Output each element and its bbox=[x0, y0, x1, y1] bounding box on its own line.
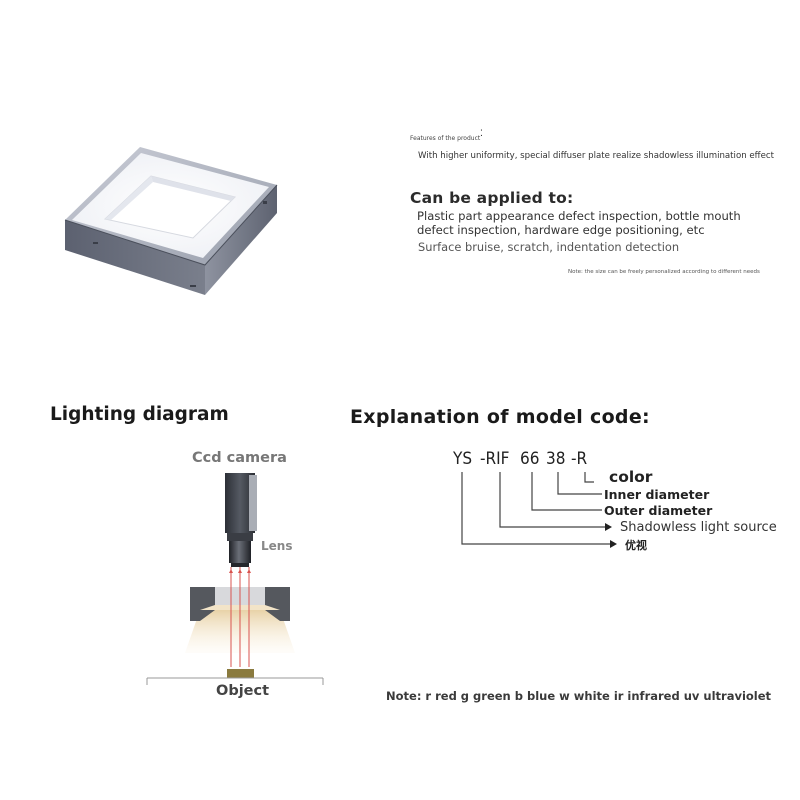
ccd-camera-label: Ccd camera bbox=[192, 450, 287, 466]
lens-icon bbox=[227, 533, 253, 541]
features-title: Features of the product bbox=[410, 135, 481, 142]
code-part-inner: 38 bbox=[546, 449, 566, 469]
explanation-outer-diameter: Outer diameter bbox=[604, 503, 713, 518]
code-part-outer: 66 bbox=[520, 449, 540, 469]
object-icon bbox=[227, 669, 254, 678]
model-code-heading: Explanation of model code: bbox=[350, 406, 650, 428]
size-note: Note: the size can be freely personalize… bbox=[568, 269, 760, 275]
object-label: Object bbox=[216, 683, 270, 699]
explanation-brand: 优视 bbox=[625, 539, 647, 552]
lens-label: Lens bbox=[261, 539, 293, 553]
applications-line-2: defect inspection, hardware edge positio… bbox=[417, 223, 705, 237]
applications-line-3: Surface bruise, scratch, indentation det… bbox=[418, 240, 680, 254]
color-code-note: Note: r red g green b blue w white ir in… bbox=[386, 689, 772, 703]
explanation-inner-diameter: Inner diameter bbox=[604, 487, 710, 502]
lighting-diagram-heading: Lighting diagram bbox=[50, 404, 229, 425]
explanation-color: color bbox=[609, 468, 653, 486]
ring-light-icon bbox=[190, 587, 215, 621]
explanation-shadowless: Shadowless light source bbox=[620, 520, 777, 535]
code-part-rif: -RIF bbox=[480, 449, 510, 469]
applications-line-1: Plastic part appearance defect inspectio… bbox=[417, 209, 741, 223]
model-code-connectors bbox=[461, 472, 617, 548]
lighting-diagram bbox=[146, 473, 324, 685]
features-description: With higher uniformity, special diffuser… bbox=[418, 151, 774, 161]
code-part-ys: YS bbox=[453, 449, 473, 469]
features-title-mark: ⁚ bbox=[480, 129, 483, 139]
applications-heading: Can be applied to: bbox=[410, 189, 574, 207]
product-image bbox=[64, 147, 278, 295]
code-part-color: -R bbox=[571, 449, 588, 469]
